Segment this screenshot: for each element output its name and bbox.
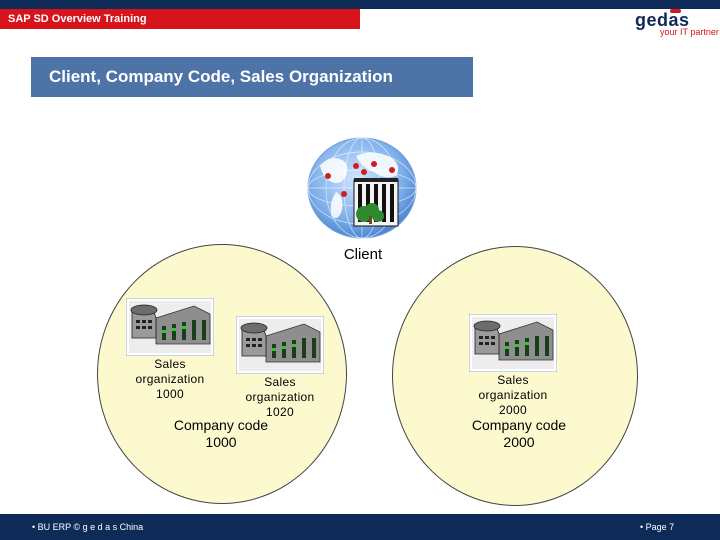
gedas-logo: gedas your IT partner bbox=[632, 9, 719, 37]
sales-org-number: 1020 bbox=[266, 405, 294, 419]
sales-org-text: Sales organization 2000 bbox=[469, 373, 557, 418]
organization-word: organization bbox=[245, 390, 315, 404]
sales-word: Sales bbox=[154, 357, 186, 371]
company-code-1000-label: Company code 1000 bbox=[150, 417, 292, 451]
office-building-icon bbox=[236, 316, 324, 374]
sales-word: Sales bbox=[264, 375, 296, 389]
sales-org-text: Sales organization 1020 bbox=[236, 375, 324, 420]
client-label: Client bbox=[343, 246, 383, 263]
sales-org-number: 2000 bbox=[499, 403, 527, 417]
client-globe-icon bbox=[307, 137, 417, 239]
company-code-number: 2000 bbox=[503, 434, 535, 450]
company-code-1000-circle bbox=[97, 244, 347, 504]
office-building-icon bbox=[126, 298, 214, 356]
sales-org-1000: Sales organization 1000 bbox=[126, 298, 214, 401]
company-code-number: 1000 bbox=[205, 434, 237, 450]
company-code-text: Company code bbox=[471, 417, 567, 433]
sales-org-2000: Sales organization 2000 bbox=[469, 314, 557, 417]
sales-word: Sales bbox=[497, 373, 529, 387]
slide-title: Client, Company Code, Sales Organization bbox=[31, 57, 473, 97]
logo-accent-mark bbox=[670, 9, 681, 13]
organization-word: organization bbox=[478, 388, 548, 402]
logo-tagline: your IT partner bbox=[660, 27, 719, 37]
company-code-2000-label: Company code 2000 bbox=[448, 417, 590, 451]
sales-org-text: Sales organization 1000 bbox=[126, 357, 214, 402]
top-bar bbox=[0, 0, 720, 9]
organization-word: organization bbox=[135, 372, 205, 386]
company-code-text: Company code bbox=[173, 417, 269, 433]
logo-wordmark: gedas bbox=[635, 10, 690, 30]
footer-bar: • BU ERP © g e d a s China • Page 7 bbox=[0, 514, 720, 540]
footer-company: • BU ERP © g e d a s China bbox=[32, 522, 144, 532]
sales-org-1020: Sales organization 1020 bbox=[236, 316, 324, 419]
sales-org-number: 1000 bbox=[156, 387, 184, 401]
office-building-icon bbox=[469, 314, 557, 372]
footer-page-number: • Page 7 bbox=[640, 522, 675, 532]
company-code-2000-circle bbox=[392, 246, 638, 506]
section-header: SAP SD Overview Training bbox=[0, 9, 360, 29]
